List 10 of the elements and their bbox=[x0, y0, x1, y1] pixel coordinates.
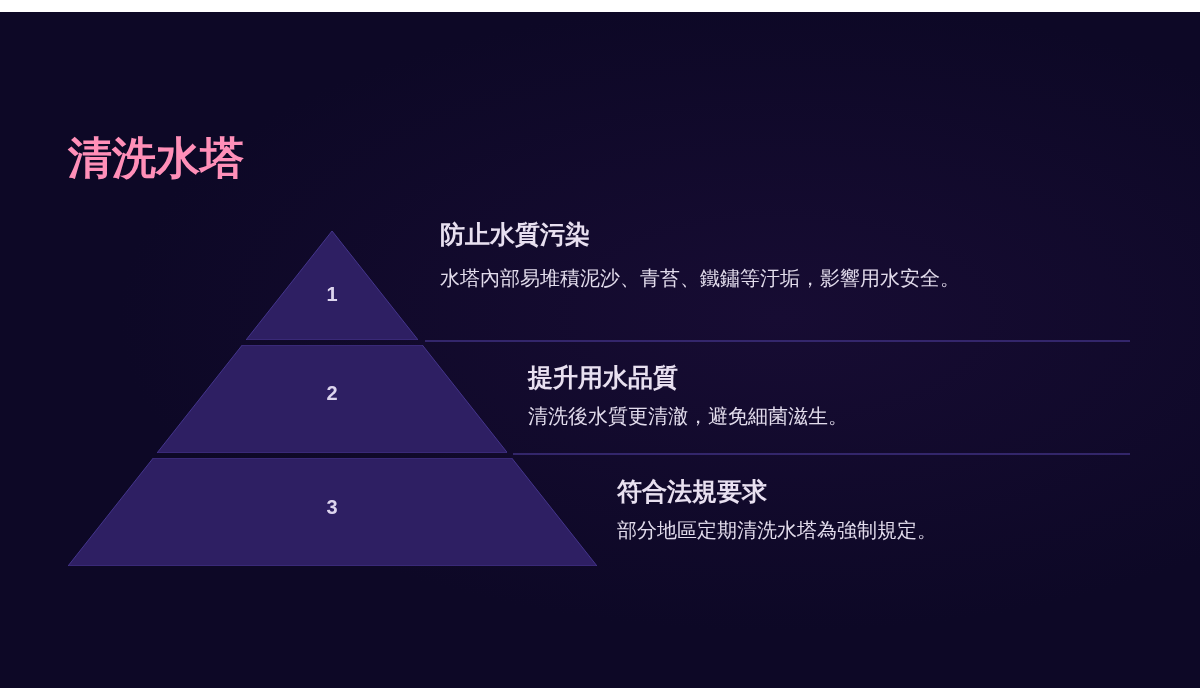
level-heading: 提升用水品質 bbox=[528, 362, 678, 394]
level-description: 清洗後水質更清澈，避免細菌滋生。 bbox=[528, 403, 849, 430]
level-heading: 符合法規要求 bbox=[617, 476, 767, 508]
level-number: 2 bbox=[325, 381, 339, 405]
level-description: 部分地區定期清洗水塔為強制規定。 bbox=[617, 517, 938, 544]
slide-title: 清洗水塔 bbox=[68, 131, 244, 185]
level-heading: 防止水質污染 bbox=[440, 219, 590, 251]
level-number: 1 bbox=[325, 282, 339, 306]
level-number: 3 bbox=[325, 495, 339, 519]
level-description: 水塔內部易堆積泥沙、青苔、鐵鏽等汙垢，影響用水安全。 bbox=[440, 265, 961, 292]
